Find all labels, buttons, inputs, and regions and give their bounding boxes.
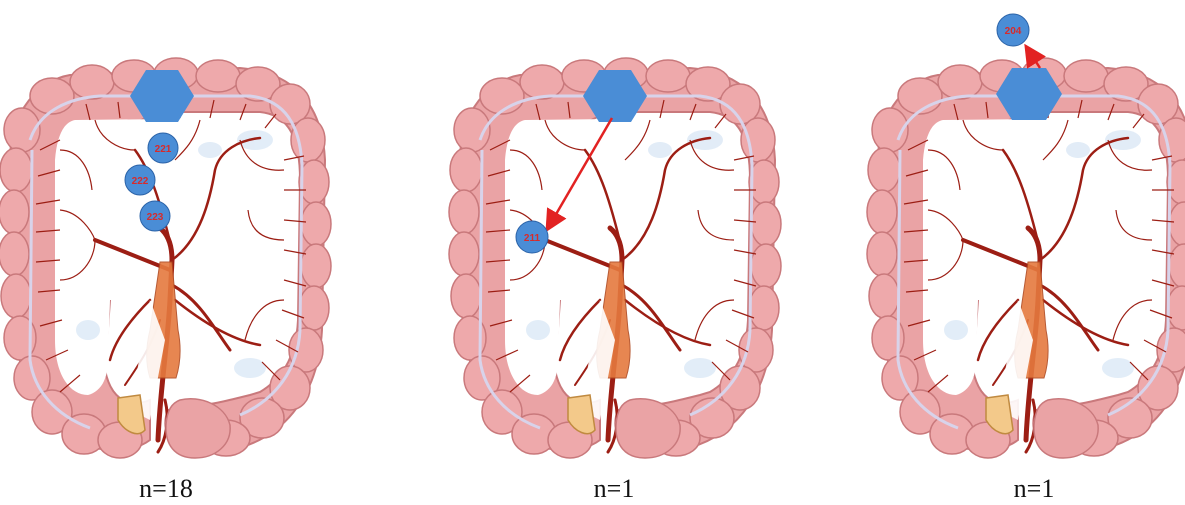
lymph-node-221: 221 bbox=[148, 133, 178, 163]
panel-1-caption: n=18 bbox=[86, 474, 246, 504]
node-label: 211 bbox=[524, 233, 541, 244]
panel-2-caption: n=1 bbox=[534, 474, 694, 504]
lymph-node-211: 211 bbox=[516, 221, 548, 253]
panel-3-caption: n=1 bbox=[954, 474, 1114, 504]
node-label: 222 bbox=[132, 176, 149, 187]
lymph-node-223: 223 bbox=[140, 201, 170, 231]
panel-1: 221 222 223 bbox=[0, 58, 331, 458]
lymph-node-222: 222 bbox=[125, 165, 155, 195]
node-label: 223 bbox=[147, 212, 164, 223]
panel-3: 204 bbox=[867, 14, 1185, 458]
node-label: 221 bbox=[155, 144, 172, 155]
panel-2: 211 bbox=[449, 58, 781, 458]
lymph-node-204: 204 bbox=[997, 14, 1029, 46]
node-label: 204 bbox=[1005, 26, 1022, 37]
